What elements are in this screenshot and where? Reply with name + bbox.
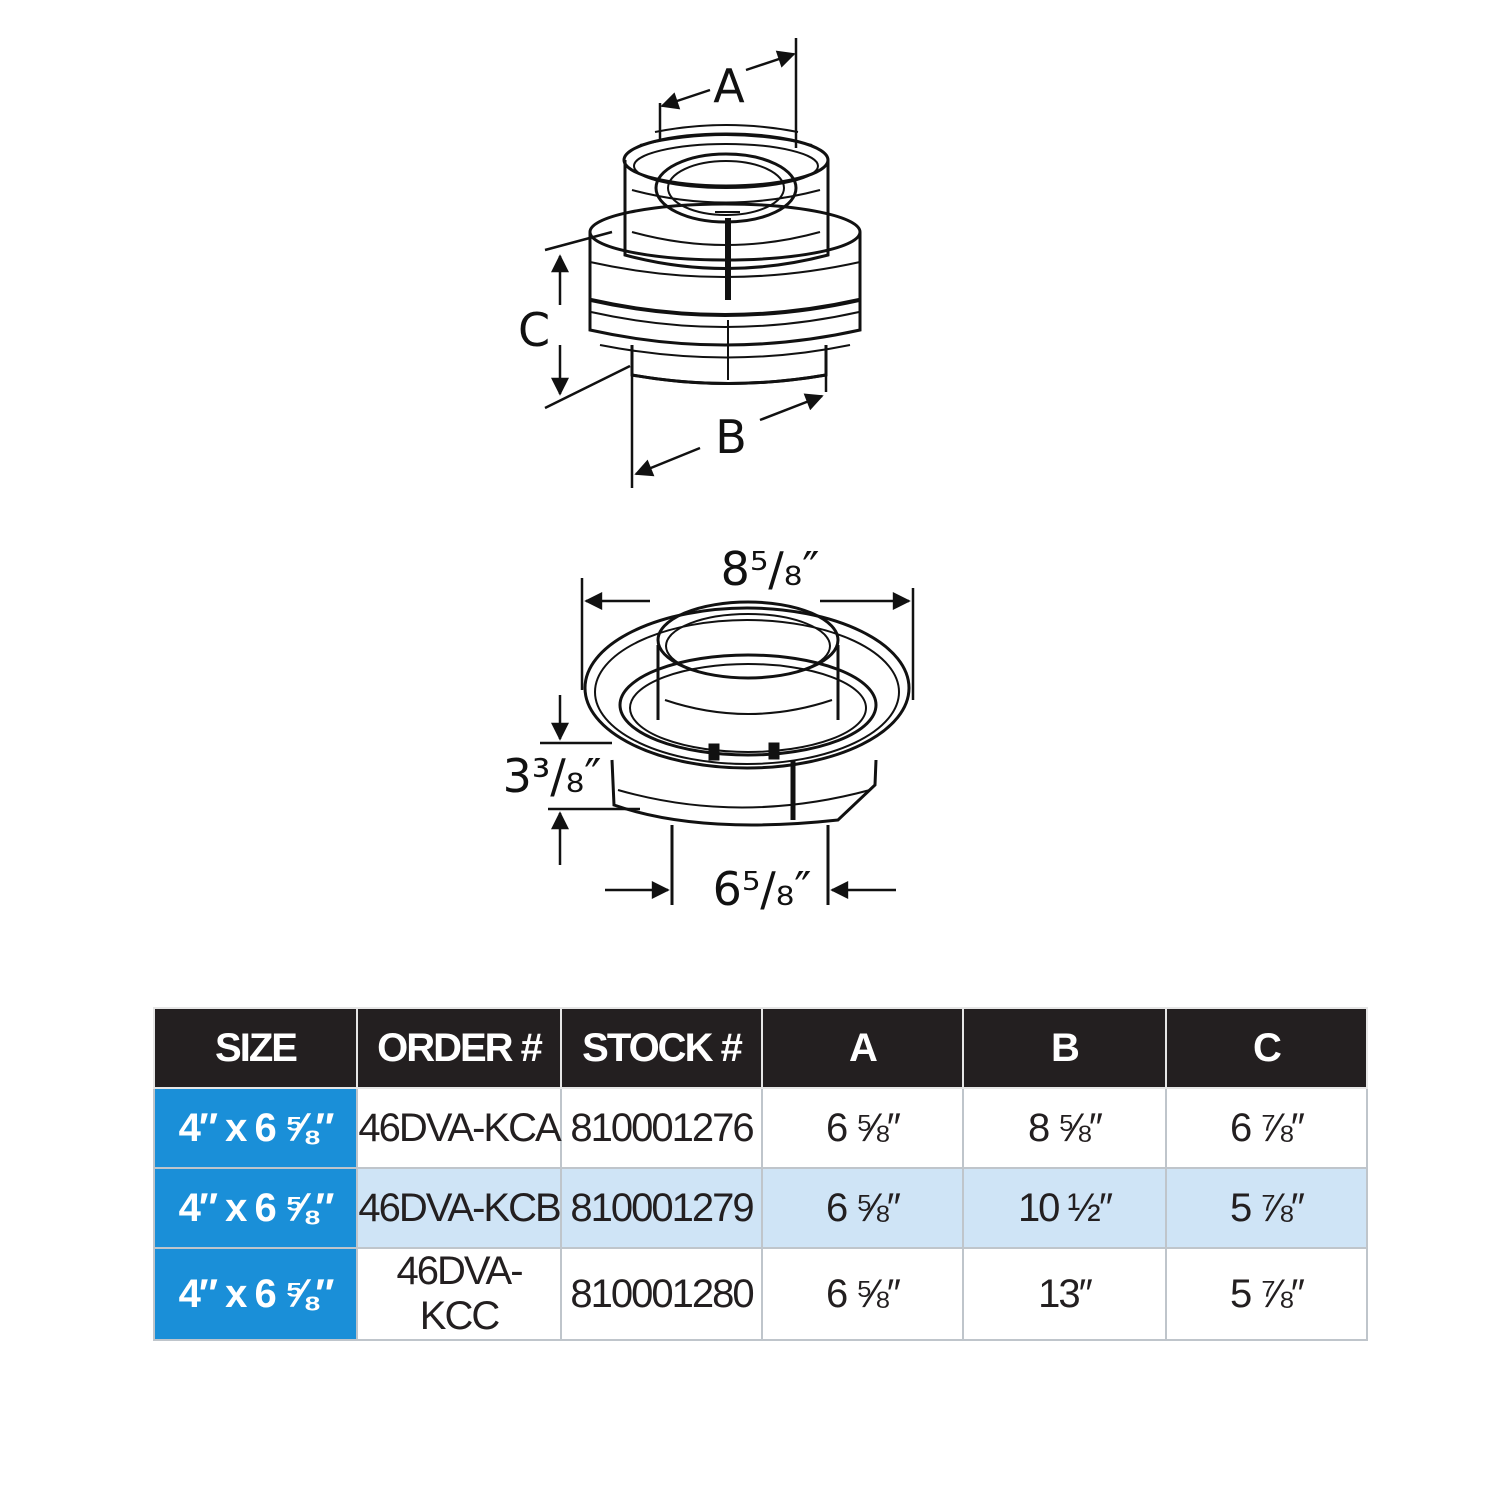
cell-b: 8 ⅝″ [962,1087,1167,1169]
cell-order: 46DVA-KCA [356,1087,562,1169]
header-stock: STOCK # [560,1007,763,1089]
cell-c: 5 ⅞″ [1165,1247,1368,1341]
cell-stock: 810001276 [560,1087,763,1169]
header-c: C [1165,1007,1368,1089]
cell-order: 46DVA-KCB [356,1167,562,1249]
table-row: 4″ x 6 ⅝″ 46DVA-KCA 810001276 6 ⅝″ 8 ⅝″ … [153,1087,1368,1169]
table-row: 4″ x 6 ⅝″ 46DVA-KCB 810001279 6 ⅝″ 10 ½″… [153,1167,1368,1249]
dimension-label-height: 3³/₈″ [503,749,602,803]
cell-order: 46DVA-KCC [356,1247,562,1341]
dimension-label-base-width: 6⁵/₈″ [713,862,812,916]
adapter-top-view [583,600,911,905]
adapter-diagram: A C B [503,38,915,916]
cell-a: 6 ⅝″ [761,1247,964,1341]
cell-c: 6 ⅞″ [1165,1087,1368,1169]
table-row: 4″ x 6 ⅝″ 46DVA-KCC 810001280 6 ⅝″ 13″ 5… [153,1247,1368,1341]
adapter-side-view [588,124,862,385]
cell-size: 4″ x 6 ⅝″ [153,1167,358,1249]
dimension-label-overall-width: 8⁵/₈″ [721,542,820,596]
cell-a: 6 ⅝″ [761,1087,964,1169]
cell-size: 4″ x 6 ⅝″ [153,1087,358,1169]
header-order: ORDER # [356,1007,562,1089]
spec-table: SIZE ORDER # STOCK # A B C 4″ x 6 ⅝″ 46D… [153,1007,1368,1341]
table-header-row: SIZE ORDER # STOCK # A B C [153,1007,1368,1089]
cell-stock: 810001280 [560,1247,763,1341]
cell-stock: 810001279 [560,1167,763,1249]
header-size: SIZE [153,1007,358,1089]
dimension-label-b: B [715,410,747,464]
cell-b: 13″ [962,1247,1167,1341]
cell-a: 6 ⅝″ [761,1167,964,1249]
cell-c: 5 ⅞″ [1165,1167,1368,1249]
cell-b: 10 ½″ [962,1167,1167,1249]
top-dimension-lines [544,38,828,488]
header-a: A [761,1007,964,1089]
header-b: B [962,1007,1167,1089]
dimension-label-c: C [518,303,550,357]
dimension-label-a: A [713,59,745,113]
bottom-dimension-lines [540,578,915,899]
cell-size: 4″ x 6 ⅝″ [153,1247,358,1341]
